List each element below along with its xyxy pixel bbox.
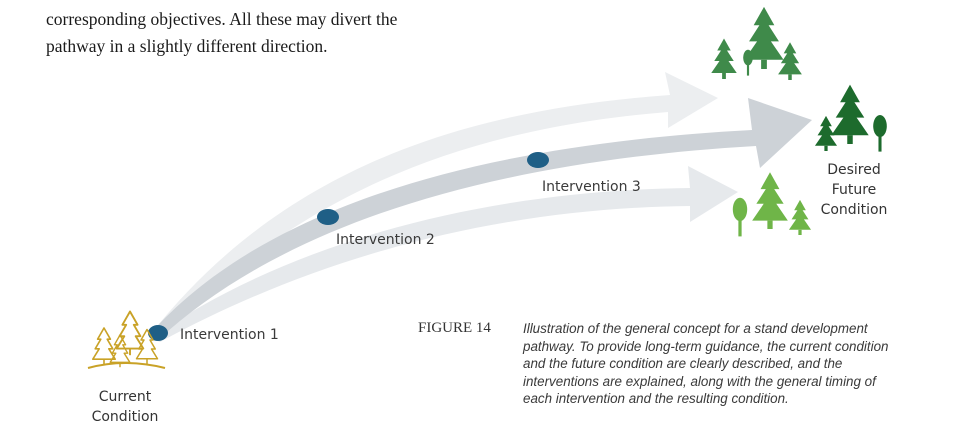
intervention-3-node (527, 152, 549, 168)
intervention-2-label: Intervention 2 (336, 232, 435, 248)
desired-condition-line: Condition (820, 202, 888, 218)
desired-future-condition-label: Desired Future Condition (800, 160, 908, 220)
caption-line: each intervention and the resulting cond… (523, 391, 789, 406)
intervention-3-label: Intervention 3 (542, 179, 641, 195)
figure-caption: Illustration of the general concept for … (523, 320, 953, 408)
desired-condition-line: Desired (827, 162, 881, 178)
body-paragraph: corresponding objectives. All these may … (46, 6, 486, 60)
alternative-upper-trees-icon (711, 6, 802, 80)
current-stand-trees-icon (87, 310, 166, 369)
current-condition-line: Current (98, 389, 152, 405)
intervention-1-label: Intervention 1 (180, 327, 279, 343)
figure-number: FIGURE 14 (418, 320, 491, 336)
body-line: pathway in a slightly different directio… (46, 36, 328, 56)
alternative-pathway-upper (150, 72, 718, 340)
intervention-1-node (148, 325, 168, 341)
caption-line: and the future condition are clearly des… (523, 356, 843, 371)
alternative-pathway-lower (150, 166, 738, 342)
caption-line: pathway. To provide long-term guidance, … (523, 338, 889, 354)
intervention-2-node (317, 209, 339, 225)
caption-line: interventions are explained, along with … (523, 373, 876, 389)
desired-condition-line: Future (831, 182, 877, 198)
caption-line: Illustration of the general concept for … (523, 321, 868, 336)
current-condition-line: Condition (91, 409, 159, 425)
current-condition-label: Current Condition (70, 387, 180, 427)
body-line: corresponding objectives. All these may … (46, 9, 398, 29)
desired-stand-trees-icon (814, 84, 887, 152)
